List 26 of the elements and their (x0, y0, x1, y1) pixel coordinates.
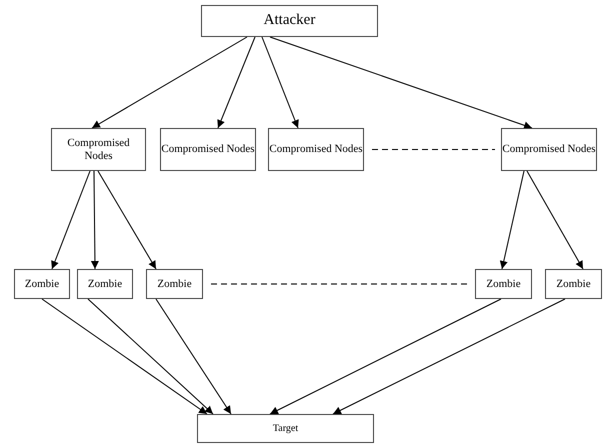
arrow (217, 36, 256, 128)
process-box: Zombie (545, 269, 602, 299)
arrow (526, 170, 584, 270)
process-box: Target (197, 414, 374, 443)
process-box: Compromised Nodes (501, 128, 597, 171)
process-box: Compromised Nodes (160, 128, 256, 171)
arrow (262, 36, 299, 128)
arrow (156, 298, 232, 414)
arrow (90, 170, 99, 270)
arrow (500, 170, 524, 270)
dashed-line (372, 149, 496, 150)
process-box: Compromised Nodes (51, 128, 146, 171)
arrow (332, 298, 566, 414)
arrow (98, 170, 156, 270)
process-box: Attacker (201, 5, 378, 37)
process-box: Zombie (475, 269, 532, 299)
arrow (42, 298, 208, 414)
process-box: Zombie (146, 269, 203, 299)
arrow (270, 298, 502, 414)
arrow (92, 36, 248, 128)
process-box: Zombie (77, 269, 133, 299)
arrow (51, 170, 90, 270)
process-box: Zombie (14, 269, 70, 299)
arrow (88, 298, 214, 414)
arrow (270, 36, 532, 130)
process-box: Compromised Nodes (268, 128, 364, 171)
